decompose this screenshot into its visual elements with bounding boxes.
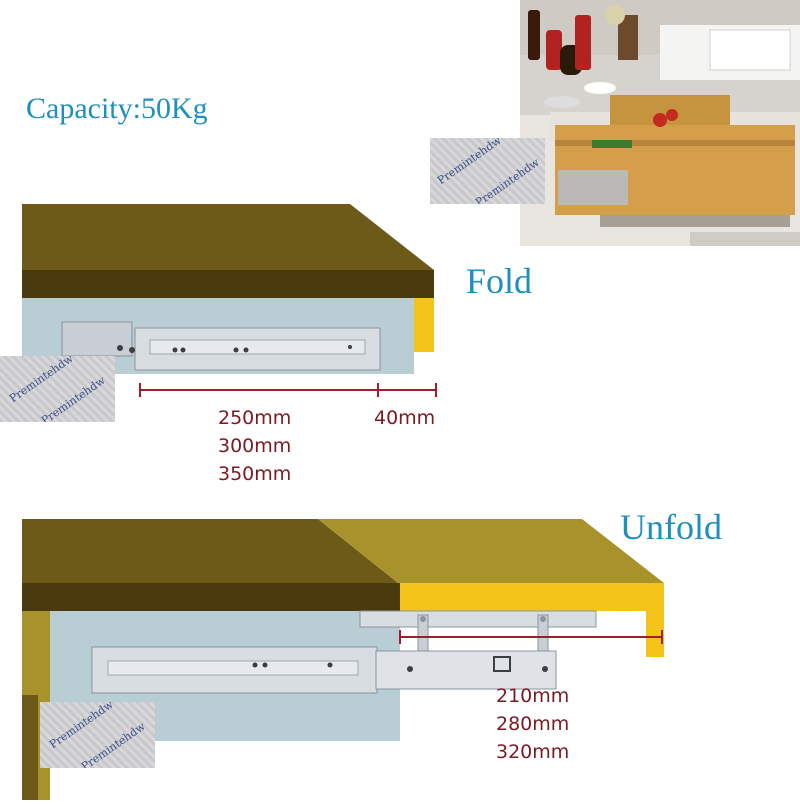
fold-title: Fold xyxy=(466,261,533,301)
unfold-lengths: 210mm 280mm 320mm xyxy=(496,682,569,766)
unfold-top-rail xyxy=(359,610,597,628)
fold-rail-outer xyxy=(61,321,133,357)
kitchen-photo xyxy=(520,0,800,246)
unfold-title: Unfold xyxy=(620,507,722,547)
unfold-wood-extended xyxy=(318,519,664,583)
fold-lengths: 250mm 300mm 350mm xyxy=(218,404,291,488)
fold-length: 350mm xyxy=(218,463,292,485)
fold-length: 250mm xyxy=(218,407,292,429)
fold-length: 300mm xyxy=(218,435,292,457)
watermark-unfold: Premintehdw Premintehdw xyxy=(40,702,155,768)
unfold-wood-edge xyxy=(22,583,400,611)
fold-diagram xyxy=(0,200,460,400)
unfold-wood-top xyxy=(22,519,398,583)
unfold-yellow-edge xyxy=(400,583,664,611)
capacity-label: Capacity:50Kg xyxy=(26,92,208,125)
fold-wood-top xyxy=(22,204,434,270)
fold-extra-length: 40mm xyxy=(374,407,436,429)
unfold-diagram xyxy=(0,515,680,800)
fold-wood-edge xyxy=(22,270,434,298)
watermark-text: Premintehdw xyxy=(435,138,504,188)
watermark-fold: Premintehdw Premintehdw xyxy=(0,356,115,422)
watermark-top: Premintehdw Premintehdw xyxy=(430,138,545,204)
unfold-length: 210mm xyxy=(496,685,570,707)
unfold-length: 320mm xyxy=(496,741,570,763)
unfold-length: 280mm xyxy=(496,713,570,735)
